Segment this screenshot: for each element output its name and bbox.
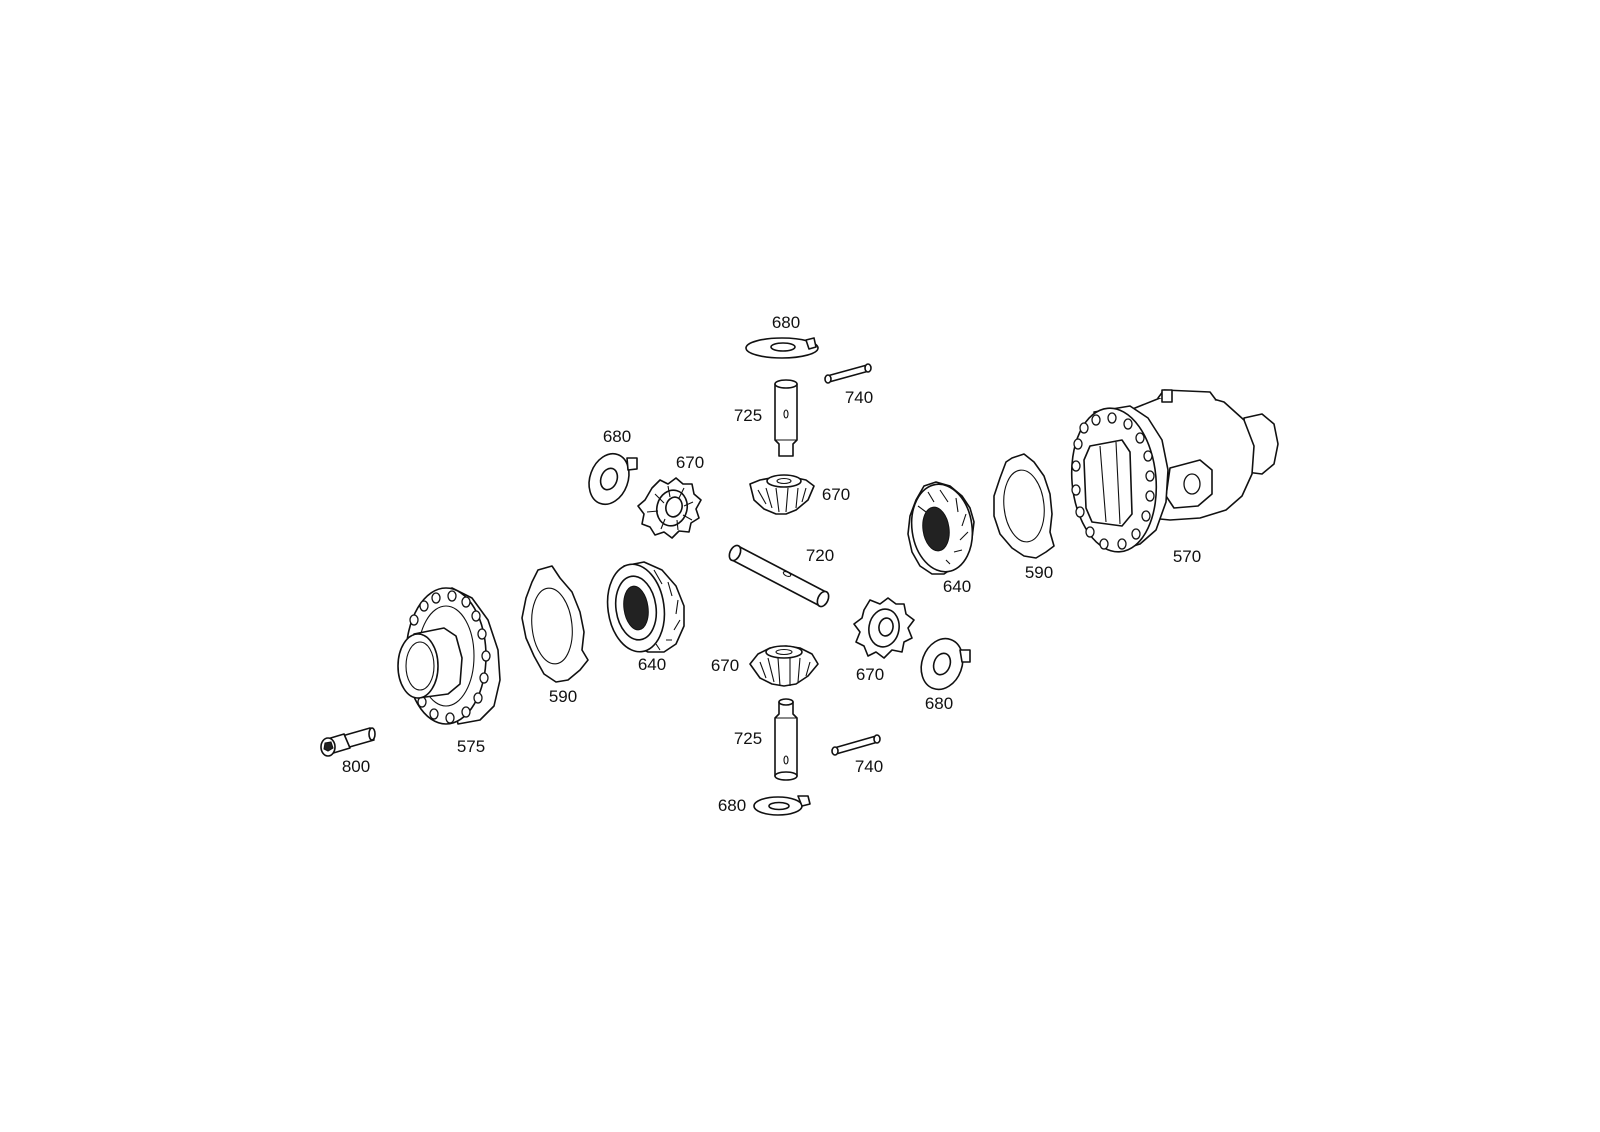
bevel-pinion-top-center	[749, 474, 815, 515]
callout-flange: 575	[457, 737, 485, 756]
socket-head-bolt	[320, 727, 376, 757]
thrust-washer-left-upper	[588, 452, 638, 506]
thrust-washer-bottom	[753, 795, 811, 816]
callout-side-gear-right: 640	[943, 577, 971, 596]
callout-pinion-bottom-center: 670	[711, 656, 739, 675]
callout-housing: 570	[1173, 547, 1201, 566]
callout-washer-bottom: 680	[718, 796, 746, 815]
callout-shaft-bottom: 725	[734, 729, 762, 748]
pinion-shaft-top	[774, 379, 798, 457]
callout-pinion-left-upper: 670	[676, 453, 704, 472]
callout-bolt: 800	[342, 757, 370, 776]
callout-side-gear-left: 640	[638, 655, 666, 674]
roll-pin-top	[824, 363, 872, 384]
callout-washer-right-lower: 680	[925, 694, 953, 713]
side-gear-right	[907, 481, 975, 575]
bevel-pinion-right-lower	[853, 597, 915, 659]
roll-pin-bottom	[831, 734, 881, 756]
callout-disc-right: 590	[1025, 563, 1053, 582]
friction-disc-left	[521, 565, 589, 683]
callout-pinion-top-center: 670	[822, 485, 850, 504]
callout-shaft-top: 725	[734, 406, 762, 425]
thrust-washer-top	[745, 337, 819, 359]
callout-washer-left-upper: 680	[603, 427, 631, 446]
bevel-pinion-bottom-center	[749, 645, 819, 687]
callout-washer-top: 680	[772, 313, 800, 332]
callout-pinion-right-lower: 670	[856, 665, 884, 684]
callout-cross-shaft: 720	[806, 546, 834, 565]
housing-bolt-holes	[1071, 412, 1155, 550]
pinion-shaft-bottom	[774, 698, 798, 781]
side-gear-left	[606, 561, 685, 653]
callout-pin-bottom: 740	[855, 757, 883, 776]
differential-flange	[397, 587, 501, 725]
flange-bolt-holes	[409, 590, 491, 724]
friction-disc-right	[993, 453, 1055, 559]
cross-shaft	[728, 544, 830, 608]
bevel-pinion-left-upper	[637, 477, 702, 539]
callout-pin-top: 740	[845, 388, 873, 407]
thrust-washer-right-lower	[920, 637, 971, 691]
differential-housing	[1070, 389, 1279, 553]
callout-disc-left: 590	[549, 687, 577, 706]
